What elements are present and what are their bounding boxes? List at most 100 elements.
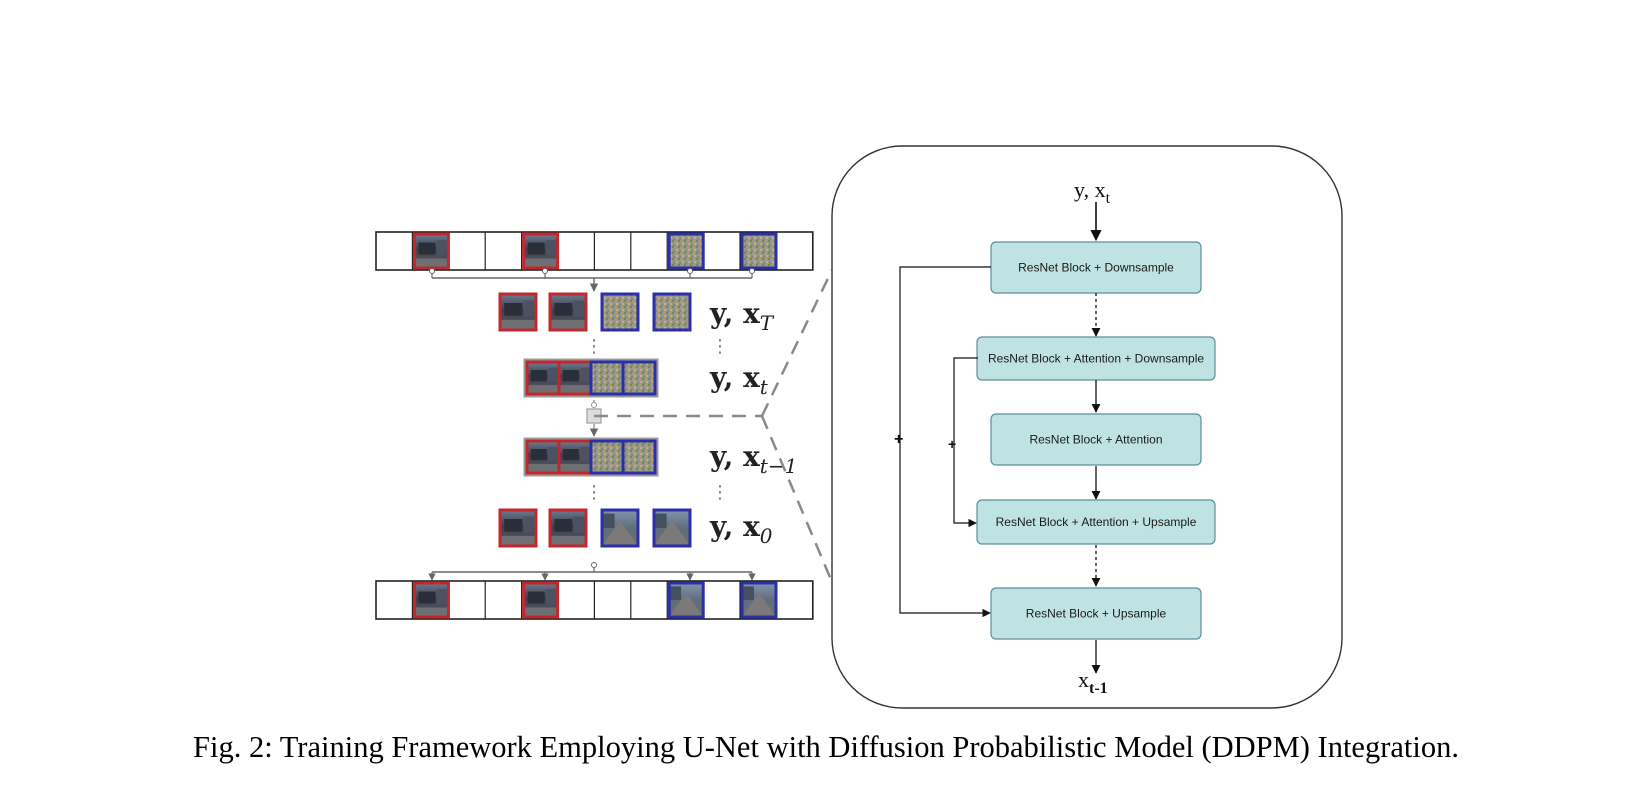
row-label-subscript: 0 xyxy=(760,524,773,548)
road-shape xyxy=(523,258,558,268)
unet-block-label: ResNet Block + Attention xyxy=(1029,433,1162,447)
image-frame xyxy=(621,360,657,396)
building-shape xyxy=(579,446,590,462)
outer-skip-plus: + xyxy=(894,431,903,448)
bracket-node xyxy=(749,268,755,274)
image-frame xyxy=(652,508,692,548)
road-shape xyxy=(669,594,704,617)
building-shape xyxy=(545,240,556,256)
node-dot xyxy=(591,402,597,408)
unet-block-label: ResNet Block + Attention + Downsample xyxy=(988,352,1204,366)
row-label-main: y, x xyxy=(709,440,760,473)
row-label-main: y, x xyxy=(709,297,760,330)
figure-caption: Fig. 2: Training Framework Employing U-N… xyxy=(193,730,1459,764)
row-label-subscript: t xyxy=(760,375,769,399)
noise-image xyxy=(602,294,638,330)
bracket-node xyxy=(429,268,435,274)
image-frame xyxy=(522,581,560,619)
clean-image xyxy=(559,362,591,394)
car-shape xyxy=(562,370,579,382)
image-frame xyxy=(740,232,778,270)
noise-fill xyxy=(654,294,690,330)
vertical-ellipsis: ⋮ xyxy=(585,482,603,503)
image-frame xyxy=(548,292,588,332)
road-image xyxy=(669,583,704,617)
road-shape xyxy=(550,319,586,330)
row-label-2: y, xt xyxy=(709,361,769,399)
unet-block-label: ResNet Block + Upsample xyxy=(1026,607,1167,621)
vertical-ellipsis: ⋮ xyxy=(585,336,603,357)
diffusion-sequence-panel: ⋮⋮⋮⋮y, xTy, xty, xt−1y, x0 xyxy=(375,231,814,620)
road-image xyxy=(654,510,690,546)
road-shape xyxy=(527,385,559,394)
scatter-bracket-bottom xyxy=(428,562,756,581)
clean-image xyxy=(550,510,586,546)
car-shape xyxy=(530,370,547,382)
building-shape xyxy=(436,589,447,605)
row-frame-3 xyxy=(600,292,640,332)
clean-image xyxy=(527,441,559,473)
road-image xyxy=(602,510,638,546)
image-frame xyxy=(600,508,640,548)
unet-block-label: ResNet Block + Attention + Upsample xyxy=(996,515,1197,529)
gather-bracket-top xyxy=(429,268,755,292)
stack-frame-3 xyxy=(589,360,625,396)
image-frame xyxy=(498,292,538,332)
building-shape xyxy=(573,300,585,317)
noise-fill xyxy=(623,441,655,473)
image-frame xyxy=(522,232,560,270)
road-shape xyxy=(559,464,591,473)
image-frame xyxy=(621,439,657,475)
row-xt-minus-1 xyxy=(523,437,659,477)
building-shape xyxy=(573,516,585,533)
stack-frame-2 xyxy=(557,439,593,475)
car-shape xyxy=(504,519,523,532)
row-frame-3 xyxy=(600,508,640,548)
noise-image xyxy=(742,234,776,268)
inner-skip-plus: + xyxy=(948,436,956,452)
noise-fill xyxy=(742,234,776,268)
clean-image xyxy=(559,441,591,473)
road-shape xyxy=(500,535,536,546)
road-shape xyxy=(654,522,690,546)
trees-shape xyxy=(742,586,754,600)
road-shape xyxy=(550,535,586,546)
unet-block-1: ResNet Block + Downsample xyxy=(990,241,1202,294)
noise-fill xyxy=(602,294,638,330)
clean-image xyxy=(527,362,559,394)
car-shape xyxy=(527,242,545,255)
unet-block-box xyxy=(990,587,1202,640)
road-shape xyxy=(500,319,536,330)
strip-frame-2 xyxy=(522,232,560,270)
road-shape xyxy=(559,385,591,394)
input-strip-top xyxy=(375,231,814,271)
row-label-main: y, x xyxy=(709,510,760,543)
row-label-3: y, xt−1 xyxy=(709,440,797,478)
stack-frame-1 xyxy=(525,439,561,475)
car-shape xyxy=(530,449,547,461)
noise-image xyxy=(623,362,655,394)
noise-image xyxy=(669,234,704,268)
building-shape xyxy=(436,240,447,256)
strip-frame-1 xyxy=(412,232,450,270)
bracket-node xyxy=(687,268,693,274)
row-x0 xyxy=(498,508,692,548)
clean-image xyxy=(550,294,586,330)
noise-image xyxy=(623,441,655,473)
strip-frame-1 xyxy=(412,581,450,619)
trees-shape xyxy=(654,513,667,528)
clean-image xyxy=(500,510,536,546)
row-frame-4 xyxy=(652,508,692,548)
row-label-4: y, x0 xyxy=(709,510,773,548)
road-shape xyxy=(602,522,638,546)
image-frame xyxy=(600,292,640,332)
clean-image xyxy=(523,234,558,268)
row-frame-1 xyxy=(498,292,538,332)
stack-frame-3 xyxy=(589,439,625,475)
noise-fill xyxy=(669,234,704,268)
inner-skip-connection xyxy=(953,357,978,528)
road-shape xyxy=(523,607,558,617)
denoise-step-node xyxy=(586,400,602,437)
